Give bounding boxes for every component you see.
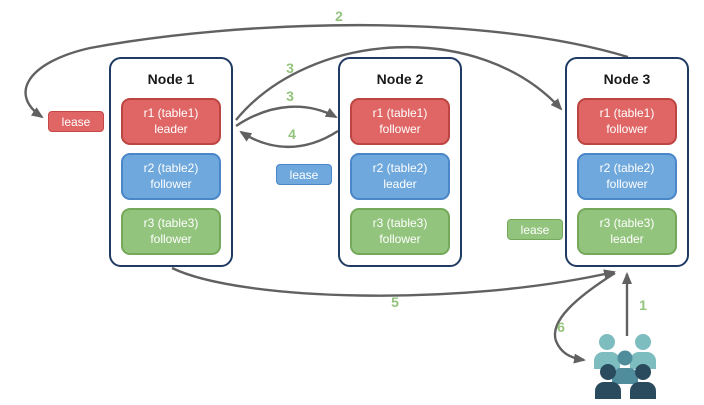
replica-role-label: follower — [606, 121, 648, 136]
user-figure-dark-right — [630, 364, 656, 399]
replica-range-label: r1 (table1) — [143, 105, 199, 120]
lease-badge-green: lease — [507, 219, 563, 240]
replica-range-label: r2 (table2) — [143, 160, 199, 175]
step-label-5: 5 — [391, 294, 399, 310]
lease-badge-blue: lease — [276, 164, 332, 185]
arrow-step-3-upper — [235, 45, 563, 121]
replica-node2-r2: r2 (table2) leader — [350, 153, 450, 200]
replica-range-label: r3 (table3) — [599, 215, 655, 230]
arrow-step-4 — [239, 129, 339, 148]
node-title-2: Node 2 — [376, 71, 424, 87]
user-figure-mid-center — [612, 350, 638, 384]
node-title-1: Node 1 — [147, 71, 195, 87]
replica-role-label: leader — [154, 121, 188, 136]
replica-range-label: r2 (table2) — [372, 160, 428, 175]
arrow-step-6 — [553, 271, 616, 364]
replica-range-label: r1 (table1) — [599, 105, 655, 120]
node-title-3: Node 3 — [603, 71, 651, 87]
node-box-3: Node 3 r1 (table1) follower r2 (table2) … — [565, 57, 689, 267]
replica-role-label: follower — [379, 121, 421, 136]
step-label-3-upper: 3 — [286, 60, 294, 76]
replica-role-label: follower — [606, 176, 648, 191]
replica-role-label: leader — [383, 176, 417, 191]
node-box-2: Node 2 r1 (table1) follower r2 (table2) … — [338, 57, 462, 267]
arrow-step-5 — [171, 266, 616, 297]
node-box-1: Node 1 r1 (table1) leader r2 (table2) fo… — [109, 57, 233, 267]
step-label-4: 4 — [288, 126, 296, 142]
replica-range-label: r3 (table3) — [143, 215, 199, 230]
step-label-2: 2 — [335, 8, 343, 24]
step-label-3-lower: 3 — [286, 88, 294, 104]
replica-node2-r3: r3 (table3) follower — [350, 208, 450, 255]
replica-node1-r1: r1 (table1) leader — [121, 98, 221, 145]
replica-role-label: leader — [610, 231, 644, 246]
replica-role-label: follower — [150, 231, 192, 246]
replica-range-label: r3 (table3) — [372, 215, 428, 230]
arrow-step-3-lower — [235, 105, 338, 127]
replica-node1-r2: r2 (table2) follower — [121, 153, 221, 200]
replica-node3-r3: r3 (table3) leader — [577, 208, 677, 255]
step-label-6: 6 — [557, 319, 565, 335]
user-figure-light-left — [594, 334, 620, 369]
replica-node1-r3: r3 (table3) follower — [121, 208, 221, 255]
users-group-icon — [594, 334, 656, 399]
replica-role-label: follower — [379, 231, 421, 246]
replica-node2-r1: r1 (table1) follower — [350, 98, 450, 145]
replica-range-label: r2 (table2) — [599, 160, 655, 175]
arrow-step-2 — [24, 23, 629, 119]
replica-node3-r1: r1 (table1) follower — [577, 98, 677, 145]
lease-badge-red: lease — [48, 111, 104, 132]
replica-role-label: follower — [150, 176, 192, 191]
user-figure-dark-left — [595, 364, 621, 399]
user-figure-light-right — [630, 334, 656, 369]
replica-node3-r2: r2 (table2) follower — [577, 153, 677, 200]
step-label-1: 1 — [639, 297, 647, 313]
replica-range-label: r1 (table1) — [372, 105, 428, 120]
